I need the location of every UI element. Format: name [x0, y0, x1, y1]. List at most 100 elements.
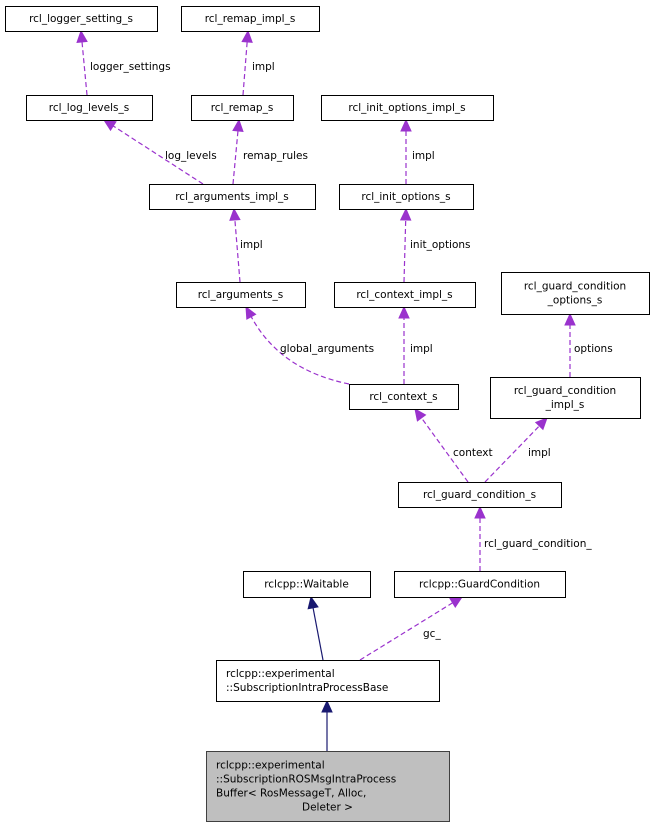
- edge-sub_intra_base-to-rclcpp_guard_condition: gc_: [359, 596, 464, 661]
- edge-rclcpp_guard_condition-to-guard_condition: rcl_guard_condition_: [474, 505, 592, 571]
- edge-label: impl: [410, 343, 433, 355]
- edge-line: [312, 607, 324, 661]
- edge-label: options: [574, 343, 613, 355]
- edge-label: context: [453, 447, 493, 459]
- edge-guard_condition-to-context: context: [414, 408, 493, 483]
- node-label-line: _options_s: [547, 295, 603, 307]
- arrowhead-icon: [76, 29, 88, 43]
- node-label-line: rcl_arguments_impl_s: [175, 191, 289, 203]
- node-context[interactable]: rcl_context_s: [349, 384, 459, 410]
- edge-line: [359, 602, 453, 661]
- edge-arguments_impl-to-log_levels: log_levels: [102, 119, 217, 185]
- node-guard_condition_impl[interactable]: rcl_guard_condition_impl_s: [490, 377, 641, 419]
- arrowhead-icon: [474, 505, 486, 519]
- node-label-line: rclcpp::Waitable: [264, 579, 349, 591]
- edge-label: gc_: [423, 628, 441, 640]
- arrowhead-icon: [232, 118, 244, 132]
- node-remap_impl[interactable]: rcl_remap_impl_s: [181, 6, 320, 32]
- edge-label: remap_rules: [243, 150, 308, 162]
- node-box: [216, 660, 440, 702]
- node-label-line: rclcpp::GuardCondition: [419, 579, 540, 591]
- arrowhead-icon: [229, 207, 241, 221]
- edge-init_options-to-init_options_impl: impl: [400, 118, 435, 184]
- node-label-line: rclcpp::experimental: [216, 760, 325, 772]
- node-box: [349, 384, 459, 410]
- node-logger_setting[interactable]: rcl_logger_setting_s: [5, 6, 158, 32]
- node-context_impl[interactable]: rcl_context_impl_s: [334, 282, 476, 308]
- edge-guard_condition_impl-to-guard_condition_options: options: [564, 312, 613, 377]
- node-guard_condition_options[interactable]: rcl_guard_condition _options_s: [501, 272, 650, 315]
- node-label-line: Deleter >: [302, 802, 353, 814]
- node-label-line: ::SubscriptionROSMsgIntraProcess: [216, 774, 396, 786]
- node-label-line: Buffer< RosMessageT, Alloc,: [216, 788, 366, 800]
- node-label-line: rcl_guard_condition_s: [423, 489, 536, 501]
- node-label-line: rcl_init_options_s: [361, 191, 450, 203]
- node-box: [398, 482, 562, 508]
- node-label-line: rclcpp::experimental: [226, 668, 335, 680]
- node-remap[interactable]: rcl_remap_s: [191, 95, 294, 121]
- edge-label: impl: [240, 239, 263, 251]
- node-init_options[interactable]: rcl_init_options_s: [339, 184, 474, 210]
- node-rclcpp_guard_condition[interactable]: rclcpp::GuardCondition: [394, 571, 566, 598]
- arrowhead-icon: [307, 595, 319, 610]
- arrowhead-icon: [102, 119, 117, 132]
- edge-arguments_impl-to-remap: remap_rules: [232, 118, 308, 185]
- edge-label: impl: [528, 447, 551, 459]
- edge-line: [232, 130, 239, 185]
- arrowhead-icon: [534, 417, 548, 431]
- edge-line: [403, 219, 407, 283]
- edge-line: [420, 417, 469, 483]
- node-waitable[interactable]: rclcpp::Waitable: [243, 571, 371, 598]
- node-log_levels[interactable]: rcl_log_levels_s: [26, 95, 153, 121]
- node-box: [191, 95, 294, 121]
- arrowhead-icon: [245, 305, 257, 320]
- edge-line: [484, 425, 540, 483]
- node-box: [490, 377, 641, 419]
- node-box: [176, 282, 306, 308]
- node-guard_condition[interactable]: rcl_guard_condition_s: [398, 482, 562, 508]
- edge-label: logger_settings: [90, 61, 171, 73]
- edge-label: init_options: [410, 239, 471, 251]
- edge-context-to-context_impl: impl: [398, 305, 433, 384]
- edge-remap-to-remap_impl: impl: [241, 29, 275, 96]
- edge-label: global_arguments: [280, 343, 374, 355]
- node-label-line: rcl_remap_impl_s: [205, 13, 296, 25]
- edge-sub_intra_base-to-waitable: [307, 595, 324, 661]
- arrowhead-icon: [399, 207, 412, 221]
- edge-log_levels-to-logger_setting: logger_settings: [76, 29, 171, 96]
- edge-arguments-to-arguments_impl: impl: [229, 207, 263, 283]
- node-label-line: rcl_remap_s: [211, 102, 274, 114]
- edge-line: [242, 41, 248, 96]
- edge-sub_ros_msg_buffer-to-sub_intra_base: [321, 699, 333, 751]
- node-box: [5, 6, 158, 32]
- node-label-line: rcl_init_options_impl_s: [348, 102, 465, 114]
- edge-guard_condition-to-guard_condition_impl: impl: [484, 417, 551, 483]
- node-init_options_impl[interactable]: rcl_init_options_impl_s: [321, 95, 494, 121]
- node-sub_intra_base[interactable]: rclcpp::experimental::SubscriptionIntraP…: [216, 660, 440, 702]
- node-label-line: rcl_arguments_s: [198, 289, 284, 301]
- node-label-line: rcl_logger_setting_s: [29, 13, 133, 25]
- arrowhead-icon: [241, 29, 253, 43]
- node-arguments_impl[interactable]: rcl_arguments_impl_s: [149, 184, 316, 210]
- node-box: [501, 272, 650, 315]
- arrowhead-icon: [321, 699, 333, 713]
- edge-line: [112, 125, 204, 185]
- node-label-line: rcl_context_s: [369, 391, 437, 403]
- edge-context_impl-to-init_options: init_options: [399, 207, 471, 283]
- arrowhead-icon: [449, 596, 464, 608]
- edge-label: impl: [252, 61, 275, 73]
- node-box: [334, 282, 476, 308]
- node-box: [339, 184, 474, 210]
- node-label-line: rcl_guard_condition: [514, 385, 616, 397]
- node-sub_ros_msg_buffer[interactable]: rclcpp::experimental::SubscriptionROSMsg…: [206, 751, 450, 822]
- node-label-line: ::SubscriptionIntraProcessBase: [226, 682, 388, 694]
- node-label-line: rcl_context_impl_s: [356, 289, 452, 301]
- node-box: [206, 751, 450, 822]
- node-box: [149, 184, 316, 210]
- edge-line: [81, 41, 88, 96]
- node-box: [181, 6, 320, 32]
- node-label-line: rcl_guard_condition: [524, 281, 626, 293]
- node-arguments[interactable]: rcl_arguments_s: [176, 282, 306, 308]
